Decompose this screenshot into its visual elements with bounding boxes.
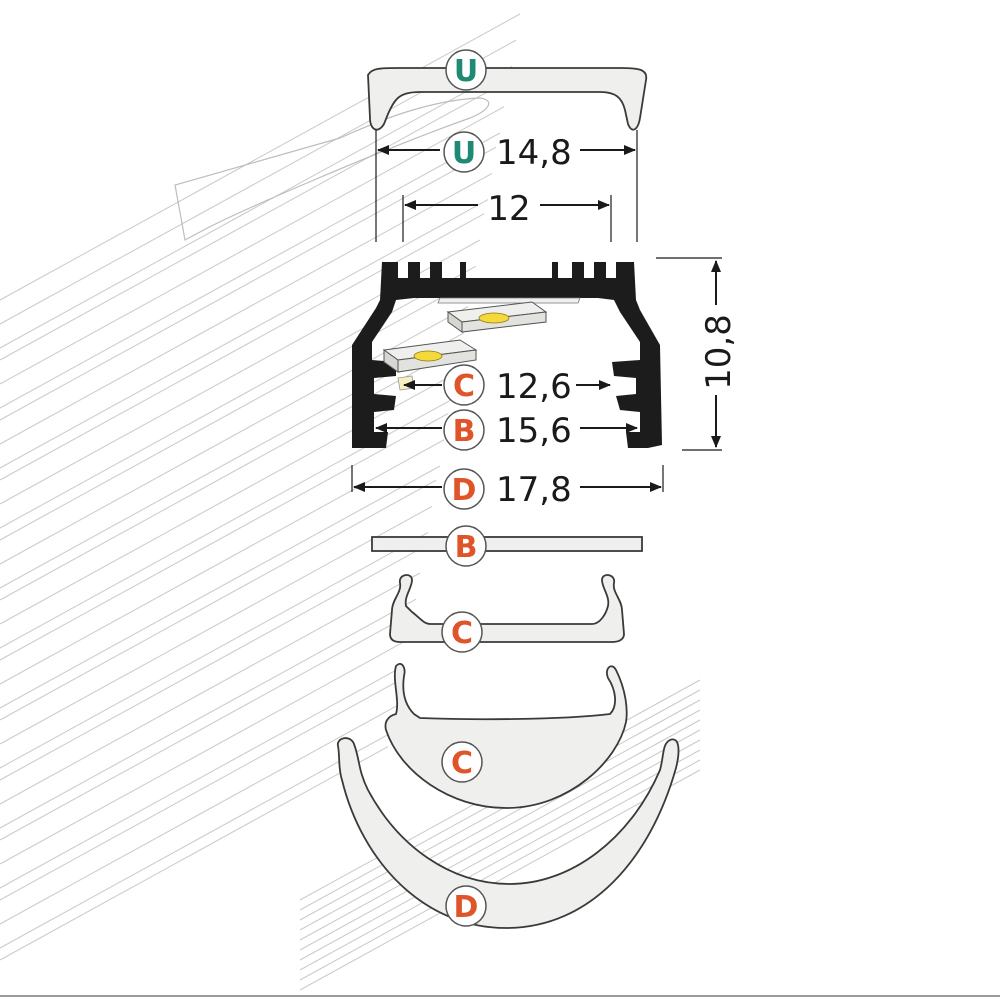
- badge-u-width-label: U: [452, 136, 476, 171]
- led-chip-lower: [413, 350, 443, 362]
- hatch-line: [299, 749, 701, 971]
- badge-cover-u-label: U: [454, 54, 478, 89]
- badge-cover-c-round: C: [441, 741, 483, 783]
- dim-value-c-width: 12,6: [496, 367, 572, 407]
- hatch-line: [0, 679, 401, 901]
- hatch-line: [299, 739, 701, 961]
- hatch-line: [0, 372, 457, 625]
- dim-value-inner-width: 12: [487, 189, 530, 229]
- badge-cover-c-flat: C: [441, 611, 483, 653]
- hatch-line: [299, 699, 701, 921]
- dim-value-height: 10,8: [699, 314, 739, 390]
- led-strip-upper: [437, 297, 581, 333]
- led-chip-upper: [478, 312, 510, 324]
- badge-d-width: D: [443, 468, 485, 510]
- hatch-line: [0, 279, 473, 541]
- hatch-line: [0, 746, 389, 961]
- hatch-line: [0, 413, 449, 661]
- badge-cover-d: D: [445, 885, 487, 927]
- hatch-line: [299, 709, 701, 931]
- hatch-line: [0, 731, 393, 949]
- aluminium-profile: [352, 262, 662, 448]
- hatch-line: [0, 598, 417, 829]
- hatch-line: [0, 612, 413, 841]
- badge-b-width-label: B: [453, 414, 476, 449]
- badge-c-width-label: C: [453, 369, 475, 404]
- cover-c-round: [384, 663, 628, 809]
- led-strip-lower: [382, 339, 478, 391]
- hatch-line: [0, 346, 461, 601]
- hatch-line: [0, 479, 437, 721]
- hatch-line: [0, 132, 501, 409]
- hatch-line: [299, 769, 701, 991]
- badge-cover-b-label: B: [455, 530, 478, 565]
- hatch-line: [0, 106, 505, 385]
- hatch-line: [0, 199, 489, 469]
- hatch-line: [0, 213, 485, 481]
- cover-d: [337, 737, 680, 929]
- hatch-line: [0, 80, 509, 361]
- background-perspective-lines: [0, 13, 701, 991]
- hatch-line: [0, 665, 405, 889]
- cover-b: [371, 536, 643, 552]
- hatch-line: [0, 65, 513, 349]
- badge-u-width: U: [443, 131, 485, 173]
- badge-cover-c-round-label: C: [451, 746, 473, 781]
- hatch-line: [0, 13, 521, 301]
- hatch-line: [0, 639, 409, 865]
- hatch-line: [0, 146, 497, 421]
- hatch-line: [0, 172, 493, 445]
- hatch-line: [299, 729, 701, 951]
- cover-u: [367, 67, 648, 131]
- ghost-cover-u: [174, 97, 490, 241]
- hatch-line: [0, 439, 445, 685]
- badge-c-width: C: [443, 364, 485, 406]
- badge-cover-d-label: D: [454, 890, 479, 925]
- hatch-line: [299, 759, 701, 981]
- dim-value-u-width: 14,8: [496, 133, 572, 173]
- badge-cover-u: U: [445, 49, 487, 91]
- cover-c-flat: [389, 574, 625, 643]
- hatch-line: [0, 465, 441, 709]
- badge-cover-b: B: [445, 525, 487, 567]
- hatch-line: [0, 505, 433, 745]
- hatch-line: [0, 572, 421, 805]
- dim-value-d-width: 17,8: [496, 470, 572, 510]
- hatch-line: [0, 705, 397, 925]
- hatch-line: [0, 546, 425, 781]
- hatch-line: [299, 719, 701, 941]
- hatch-line: [0, 532, 429, 769]
- hatch-line: [0, 265, 477, 529]
- dim-value-b-width: 15,6: [496, 411, 572, 451]
- badge-cover-c-flat-label: C: [451, 616, 473, 651]
- badge-b-width: B: [443, 409, 485, 451]
- badge-d-width-label: D: [452, 473, 477, 508]
